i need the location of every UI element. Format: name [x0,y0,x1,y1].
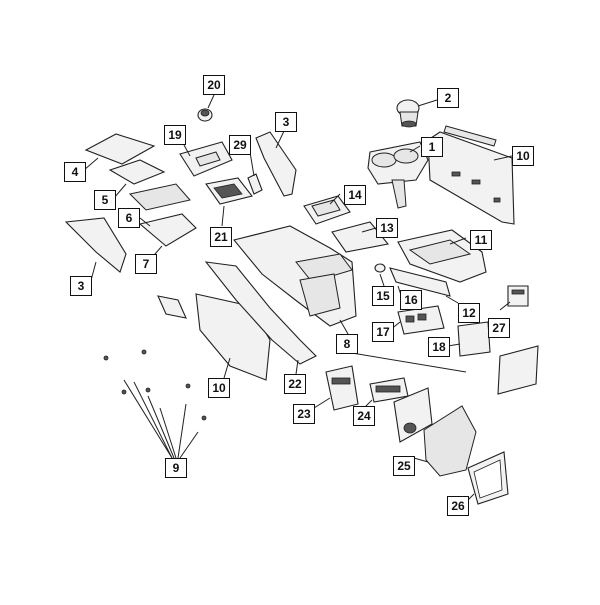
callout-4: 4 [64,162,86,182]
callout-24: 24 [353,406,375,426]
callout-10: 10 [512,146,534,166]
part-trim-frame [467,451,509,505]
part-trim-plate [179,141,233,177]
part-small-cover [157,295,187,319]
callout-20: 20 [203,75,225,95]
callout-25: 25 [393,456,415,476]
part-storage-grille [128,183,191,211]
part-cupholder-insert [396,99,420,128]
callout-14: 14 [344,185,366,205]
callout-3-left: 3 [70,276,92,296]
part-top-lid [84,133,156,165]
part-console-base [233,225,357,327]
callout-13: 13 [376,218,398,238]
leader-lines [83,94,513,503]
callout-18: 18 [428,337,450,357]
part-switch-bank [397,305,445,335]
callout-10-left: 10 [208,378,230,398]
fasteners [103,349,207,421]
part-side-trim-left [64,217,127,273]
callout-15: 15 [372,286,394,306]
callout-3: 3 [275,112,297,132]
callout-21: 21 [210,227,232,247]
part-bin [303,195,351,225]
part-side-panel-right [427,125,515,225]
part-bracket [247,173,263,195]
part-bezel-strip [255,131,297,197]
callout-17: 17 [372,322,394,342]
callout-29: 29 [229,135,251,155]
part-control-module [457,321,491,357]
callout-22: 22 [284,374,306,394]
callout-23: 23 [293,404,315,424]
part-cupholder [367,141,429,209]
callout-6: 6 [118,208,140,228]
callout-9: 9 [165,458,187,478]
part-left-trim [138,213,197,247]
part-mount-bracket [331,221,390,253]
callout-2: 2 [437,88,459,108]
part-right-bracket [497,345,539,395]
part-long-rail [204,261,317,365]
callout-16: 16 [400,290,422,310]
part-usb-module [507,285,529,307]
part-armrest-lid [397,229,487,283]
callout-12: 12 [458,303,480,323]
part-clip [374,263,386,273]
part-bezel-small [325,365,359,411]
callout-19: 19 [164,125,186,145]
callout-5: 5 [94,190,116,210]
part-knob [197,108,213,122]
callout-26: 26 [447,496,469,516]
part-center-stack [393,387,477,477]
callout-27: 27 [488,318,510,338]
part-tray [205,177,253,205]
callout-11: 11 [470,230,492,250]
callout-1: 1 [421,137,443,157]
callout-7: 7 [135,254,157,274]
callout-8: 8 [336,334,358,354]
part-small-panel [389,267,451,297]
part-mat [108,159,166,185]
